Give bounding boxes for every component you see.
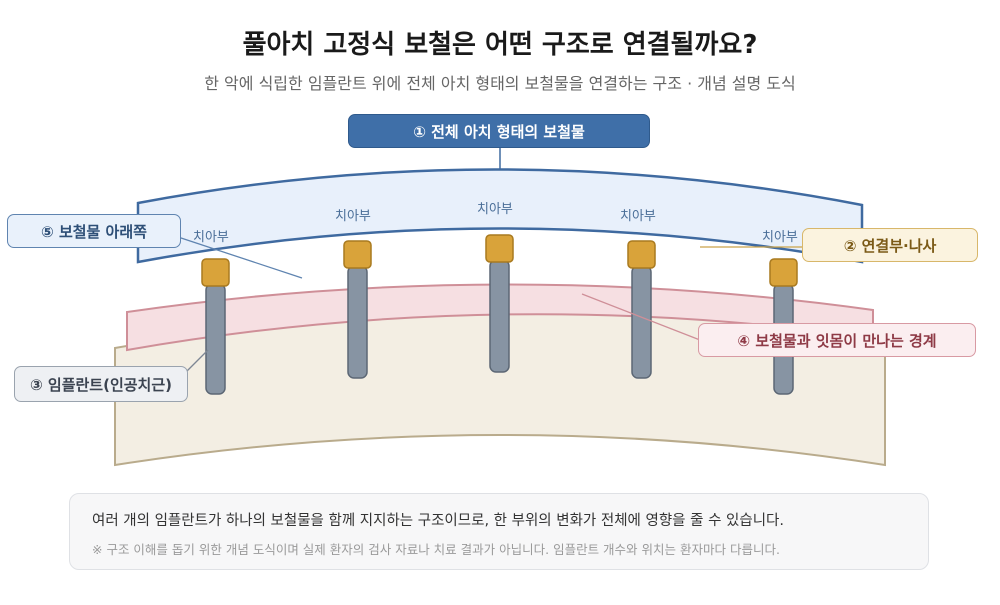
callout-prosthesis: ① 전체 아치 형태의 보철물	[348, 114, 650, 148]
note-disclaimer-text: ※ 구조 이해를 돕기 위한 개념 도식이며 실제 환자의 검사 자료나 치료 …	[92, 542, 780, 557]
note-main-text: 여러 개의 임플란트가 하나의 보철물을 함께 지지하는 구조이므로, 한 부위…	[92, 513, 784, 529]
connector-screw	[769, 258, 798, 287]
tooth-label: 치아부	[620, 209, 656, 224]
prosthesis-shape	[136, 168, 864, 264]
implant-post	[205, 283, 226, 395]
callout-connector: ② 연결부·나사	[802, 228, 978, 262]
implant-post	[489, 259, 510, 373]
tooth-label: 치아부	[477, 202, 513, 217]
tooth-label: 치아부	[762, 230, 798, 245]
implant-3	[485, 234, 514, 373]
tooth-label: 치아부	[335, 209, 371, 224]
tooth-label: 치아부	[193, 230, 229, 245]
implant-1	[201, 258, 230, 395]
implant-post	[631, 265, 652, 379]
underside-leader-line	[174, 235, 303, 279]
implant-post	[347, 265, 368, 379]
implant-4	[627, 240, 656, 379]
callout-implant: ③ 임플란트(인공치근)	[14, 366, 188, 402]
connector-screw	[485, 234, 514, 263]
info-note-box: 여러 개의 임플란트가 하나의 보철물을 함께 지지하는 구조이므로, 한 부위…	[69, 493, 929, 570]
callout-boundary: ④ 보철물과 잇몸이 만나는 경계	[698, 323, 976, 357]
callout-underside: ⑤ 보철물 아래쪽	[7, 214, 181, 248]
page-title: 풀아치 고정식 보철은 어떤 구조로 연결될까요?	[242, 30, 758, 60]
connector-screw	[627, 240, 656, 269]
page-subtitle: 한 악에 식립한 임플란트 위에 전체 아치 형태의 보철물을 연결하는 구조 …	[204, 74, 796, 93]
connector-screw	[343, 240, 372, 269]
connector-screw	[201, 258, 230, 287]
implant-2	[343, 240, 372, 379]
boundary-leader-line	[581, 293, 701, 341]
